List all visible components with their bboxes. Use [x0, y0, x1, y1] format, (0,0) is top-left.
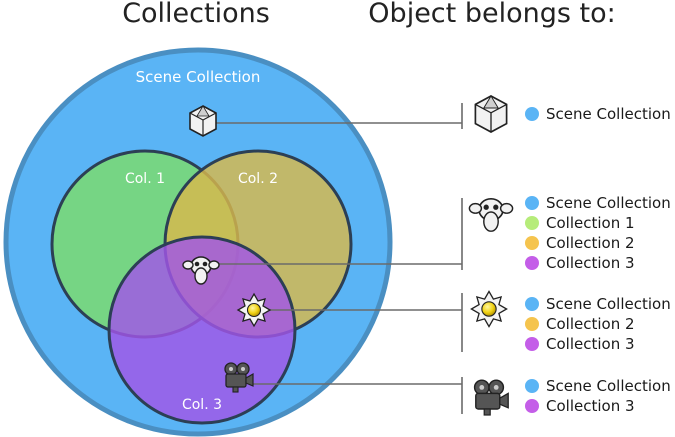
- membership-dot: [525, 236, 539, 250]
- monkey-head-icon: [182, 256, 220, 285]
- mesh-cube-icon: [189, 105, 217, 137]
- membership-dot: [525, 317, 539, 331]
- membership-label: Collection 3: [546, 335, 635, 353]
- membership-label: Collection 3: [546, 397, 635, 415]
- membership-label: Scene Collection: [546, 194, 671, 212]
- membership-label: Collection 2: [546, 234, 635, 252]
- membership-dot: [525, 216, 539, 230]
- membership-label: Scene Collection: [546, 105, 671, 123]
- membership-dot: [525, 337, 539, 351]
- col2-label: Col. 2: [238, 171, 278, 187]
- sun-light-icon: [236, 292, 272, 328]
- mesh-cube-icon: [474, 95, 508, 133]
- sun-light-icon: [470, 290, 508, 328]
- monkey-head-icon: [468, 197, 514, 232]
- membership-label: Collection 3: [546, 254, 635, 272]
- membership-dot: [525, 196, 539, 210]
- membership-dot: [525, 256, 539, 270]
- col1-label: Col. 1: [125, 171, 165, 187]
- membership-dot: [525, 399, 539, 413]
- scene-collection-label: Scene Collection: [136, 68, 261, 86]
- membership-dot: [525, 379, 539, 393]
- membership-label: Scene Collection: [546, 295, 671, 313]
- camera-icon: [473, 379, 509, 416]
- connector-lines: [213, 103, 463, 414]
- membership-label: Collection 2: [546, 315, 635, 333]
- membership-label: Scene Collection: [546, 377, 671, 395]
- camera-icon: [224, 362, 254, 393]
- collections-heading: Collections: [122, 0, 270, 29]
- membership-dot: [525, 107, 539, 121]
- membership-label: Collection 1: [546, 214, 635, 232]
- object-belongs-heading: Object belongs to:: [368, 0, 615, 29]
- membership-dot: [525, 297, 539, 311]
- col3-label: Col. 3: [182, 397, 222, 413]
